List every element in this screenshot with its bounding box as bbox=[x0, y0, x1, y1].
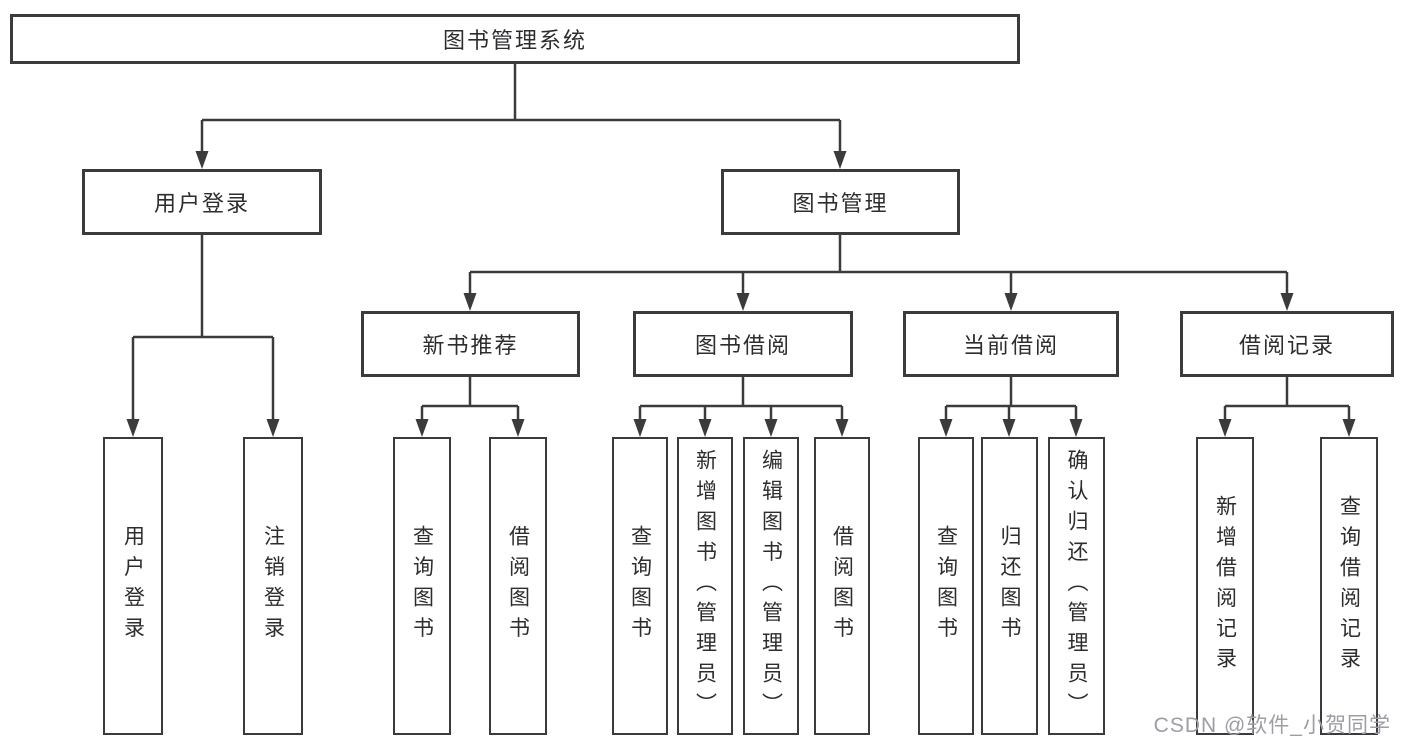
node-user-login: 用户登录 bbox=[82, 169, 322, 235]
leaf-borrow-books: 借阅图书 bbox=[814, 437, 870, 735]
node-borrow-records: 借阅记录 bbox=[1180, 311, 1394, 377]
leaf-user-login: 用户登录 bbox=[103, 437, 163, 735]
leaf-query-books-borrow: 查询图书 bbox=[612, 437, 668, 735]
leaf-query-books-recommend: 查询图书 bbox=[393, 437, 451, 735]
leaf-confirm-return-admin: 确认归还（管理员） bbox=[1048, 437, 1105, 735]
leaf-borrow-books-recommend: 借阅图书 bbox=[489, 437, 547, 735]
leaf-edit-books-admin: 编辑图书（管理员） bbox=[743, 437, 799, 735]
node-current-borrow: 当前借阅 bbox=[903, 311, 1119, 377]
node-library-management-system: 图书管理系统 bbox=[10, 14, 1020, 64]
leaf-add-borrow-record: 新增借阅记录 bbox=[1196, 437, 1254, 735]
leaf-return-books: 归还图书 bbox=[981, 437, 1038, 735]
leaf-query-books-current: 查询图书 bbox=[918, 437, 974, 735]
node-new-book-recommend: 新书推荐 bbox=[361, 311, 580, 377]
node-book-borrow: 图书借阅 bbox=[633, 311, 853, 377]
leaf-logout: 注销登录 bbox=[243, 437, 303, 735]
watermark: CSDN @软件_小贺同学 bbox=[1153, 714, 1391, 737]
leaf-add-books-admin: 新增图书（管理员） bbox=[677, 437, 733, 735]
leaf-query-borrow-record: 查询借阅记录 bbox=[1320, 437, 1378, 735]
node-book-management: 图书管理 bbox=[721, 169, 960, 235]
